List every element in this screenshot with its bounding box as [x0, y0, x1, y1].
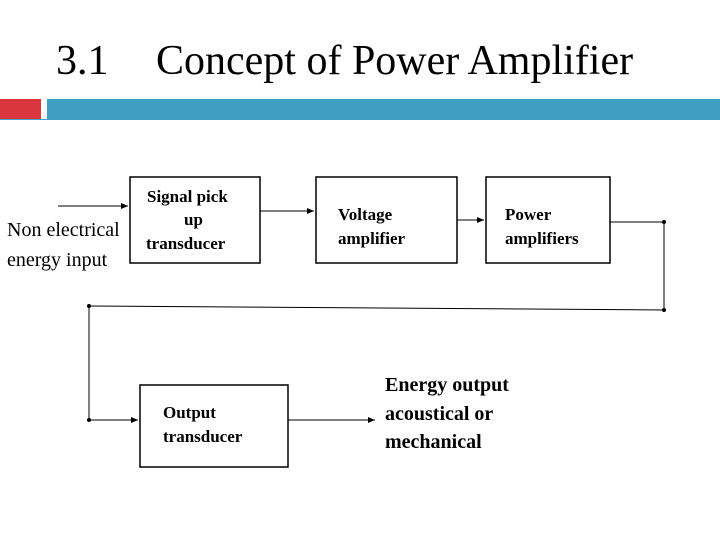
- voltage-amplifier-line-2: amplifier: [338, 229, 406, 248]
- title-number: 3.1: [56, 38, 109, 84]
- title-text: Concept of Power Amplifier: [156, 38, 634, 84]
- input-label-line-1: Non electrical: [7, 219, 120, 241]
- output-transducer-line-2: transducer: [163, 427, 243, 446]
- signal-pickup-line-3: transducer: [146, 234, 226, 253]
- return-line: [88, 305, 665, 311]
- power-amplifiers-line-1: Power: [505, 205, 552, 224]
- power-amplifiers-box: [485, 176, 611, 264]
- dot-4: [87, 418, 91, 422]
- dot-3: [87, 304, 91, 308]
- accent-underline: [0, 119, 720, 120]
- voltage-amplifier-line-1: Voltage: [338, 205, 393, 224]
- input-label-line-2: energy input: [7, 249, 108, 271]
- signal-pickup-line-1: Signal pick: [147, 187, 228, 206]
- dot-2: [662, 308, 666, 312]
- energy-output-line-2: acoustical or: [385, 403, 494, 425]
- signal-pickup-box: [129, 176, 261, 264]
- output-transducer-box: [139, 384, 289, 468]
- energy-output-line-3: mechanical: [385, 431, 482, 453]
- power-amplifiers-line-2: amplifiers: [505, 229, 579, 248]
- slide-title: 3.1 Concept of Power Amplifier: [0, 36, 720, 86]
- energy-output-line-1: Energy output: [385, 374, 509, 396]
- accent-bar-blue: [47, 99, 720, 119]
- accent-bar-red: [0, 99, 41, 119]
- dot-1: [662, 220, 666, 224]
- output-transducer-line-1: Output: [163, 403, 216, 422]
- signal-pickup-line-2: up: [184, 210, 203, 229]
